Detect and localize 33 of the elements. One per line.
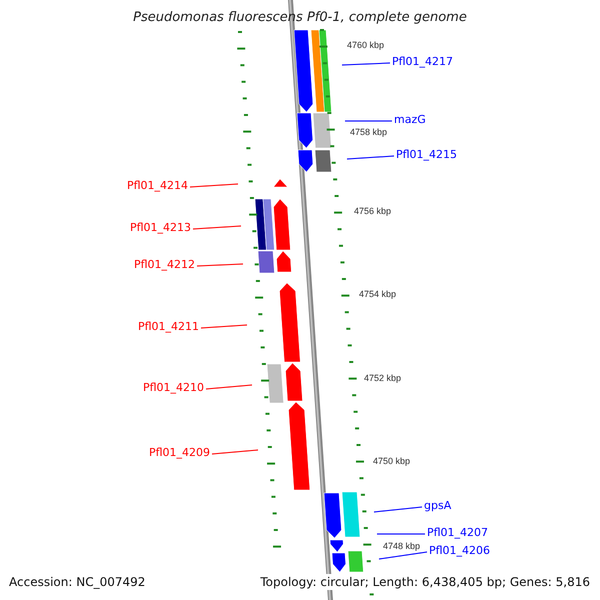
- tick-label: 4748 kbp: [383, 541, 420, 552]
- tick-label: 4750 kbp: [373, 456, 410, 467]
- leader-line: [374, 506, 422, 512]
- leader-line: [200, 324, 248, 328]
- gene-label: Pfl01_4209: [148, 446, 210, 459]
- gene-label: Pfl01_4212: [134, 258, 195, 271]
- gene-label: Pfl01_4217: [392, 55, 454, 68]
- leader-line: [190, 184, 238, 188]
- leader-line: [206, 384, 252, 390]
- leader-line: [212, 450, 258, 454]
- accession-text: Accession: NC_007492: [9, 574, 146, 590]
- leader-line: [342, 62, 390, 66]
- genome-summary-text: Topology: circular; Length: 6,438,405 bp; Genes: 5,816: [260, 574, 590, 590]
- gene-label: Pfl01_4214: [126, 179, 188, 192]
- gene-label: gpsA: [424, 499, 452, 512]
- gene-label: Pfl01_4210: [142, 381, 204, 394]
- gene-label: Pfl01_4207: [427, 526, 488, 539]
- leader-line: [344, 120, 392, 122]
- gene-label: Pfl01_4211: [138, 320, 199, 333]
- tick-label: 4760 kbp: [347, 40, 384, 51]
- tick-label: 4754 kbp: [359, 289, 396, 300]
- gene-label: Pfl01_4206: [429, 544, 490, 557]
- gene-label: mazG: [394, 113, 426, 126]
- tick-label: 4752 kbp: [364, 373, 402, 384]
- genome-title: Pseudomonas fluorescens Pf0-1, complete genome: [132, 9, 468, 27]
- leader-line: [196, 264, 244, 266]
- tick-label: 4758 kbp: [350, 127, 388, 138]
- gene-label: Pfl01_4213: [130, 221, 191, 234]
- leader-line: [378, 552, 428, 560]
- leader-line: [346, 156, 394, 160]
- leader-line: [192, 226, 242, 230]
- tick-label: 4756 kbp: [354, 206, 392, 217]
- gene-label: Pfl01_4215: [396, 148, 458, 161]
